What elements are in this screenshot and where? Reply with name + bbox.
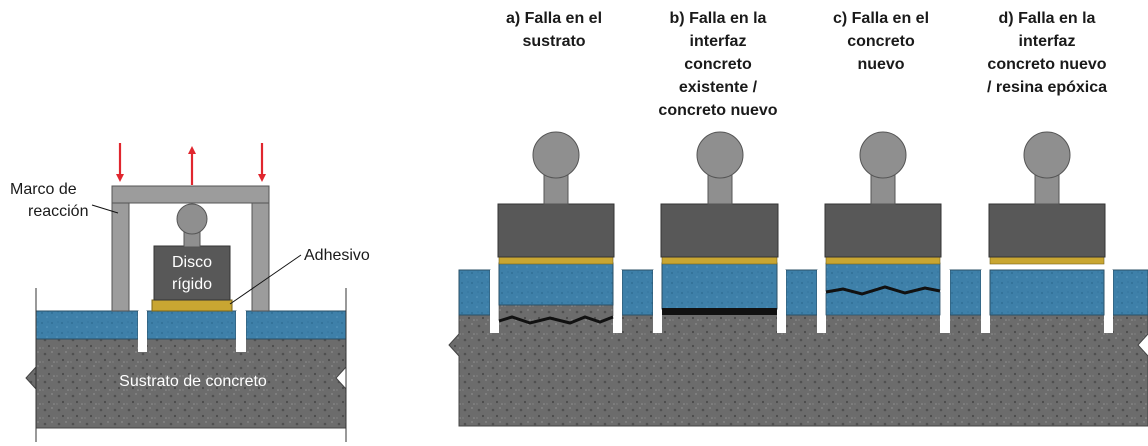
heading-b-line: b) Falla en la [670, 10, 767, 27]
overlay-core [498, 262, 614, 306]
heading-b-line: concreto nuevo [658, 102, 777, 119]
overlay-band [621, 269, 654, 316]
overlay-right [245, 310, 347, 340]
core-slot [777, 270, 786, 333]
failure-interface-line [662, 308, 777, 315]
failure-mode-d [988, 131, 1106, 316]
disk-label-line1: Disco [172, 254, 212, 271]
failure-mode-c [824, 131, 942, 316]
heading-b-line: existente / [679, 79, 758, 96]
overlay-left [35, 310, 139, 340]
rigid-disk [988, 203, 1106, 258]
overlay-band [1112, 269, 1148, 316]
failure-mode-b [660, 131, 779, 315]
adhesive-leader [229, 254, 302, 305]
overlay-core [989, 269, 1105, 316]
heading-a-line: a) Falla en el [506, 10, 602, 27]
overlay-band [458, 269, 491, 316]
disk-label-line2: rígido [172, 276, 212, 293]
frame-top [111, 185, 270, 204]
core-slot-left [138, 311, 147, 352]
rigid-disk [824, 203, 942, 258]
substrate-label: Sustrato de concreto [119, 373, 267, 390]
heading-b-line: concreto [684, 56, 752, 73]
core-slot [1104, 270, 1113, 333]
frame-leg-right [251, 202, 270, 312]
heading-a: a) Falla en el sustrato [506, 10, 602, 50]
adhesive-label: Adhesivo [304, 247, 370, 264]
overlay-core [661, 262, 778, 310]
failure-crack [825, 285, 941, 296]
core-slot [981, 270, 990, 333]
core-slot [940, 270, 950, 333]
core-slot [613, 270, 622, 333]
rigid-disk [153, 245, 231, 301]
adhesive-layer [151, 299, 233, 312]
heading-d: d) Falla en la interfaz concreto nuevo /… [987, 10, 1107, 96]
pull-ball [696, 131, 744, 179]
heading-d-line: / resina epóxica [987, 79, 1107, 96]
heading-b: b) Falla en la interfaz concreto existen… [658, 10, 777, 119]
pull-ball [1023, 131, 1071, 179]
heading-a-line: sustrato [522, 33, 585, 50]
overlay-core [146, 310, 237, 340]
heading-b-line: interfaz [690, 33, 747, 50]
heading-c: c) Falla en el concreto nuevo [833, 10, 929, 73]
heading-c-line: nuevo [857, 56, 904, 73]
adhesive-layer [825, 256, 941, 265]
heading-d-line: concreto nuevo [987, 56, 1106, 73]
overlay-band [785, 269, 818, 316]
core-slot [490, 270, 499, 333]
adhesive-layer [498, 256, 614, 265]
frame-label-line2: reacción [28, 203, 88, 220]
adhesive-layer [989, 256, 1105, 265]
core-slot [653, 270, 662, 333]
overlay-band [949, 269, 982, 316]
pull-ball [859, 131, 907, 179]
frame-label-line1: Marco de [10, 181, 77, 198]
heading-d-line: d) Falla en la [999, 10, 1096, 27]
frame-label-leader [91, 204, 119, 214]
failure-substrate [448, 313, 1148, 427]
pull-ball [532, 131, 580, 179]
adhesive-layer [661, 256, 778, 265]
overlay-core-bottom [825, 287, 941, 316]
heading-d-line: interfaz [1019, 33, 1076, 50]
rigid-disk [660, 203, 779, 258]
failure-mode-a [497, 131, 615, 325]
heading-c-line: c) Falla en el [833, 10, 929, 27]
heading-c-line: concreto [847, 33, 915, 50]
failure-modes-panel: a) Falla en el sustrato b) Falla en la i… [448, 10, 1148, 427]
core-slot [817, 270, 826, 333]
frame-leg-left [111, 202, 130, 312]
pull-ball [176, 203, 208, 235]
test-setup-panel: Marco de reacción Disco rígido Adhesivo … [10, 143, 370, 442]
core-slot-right [236, 311, 246, 352]
failure-crack [498, 315, 614, 325]
rigid-disk [497, 203, 615, 258]
